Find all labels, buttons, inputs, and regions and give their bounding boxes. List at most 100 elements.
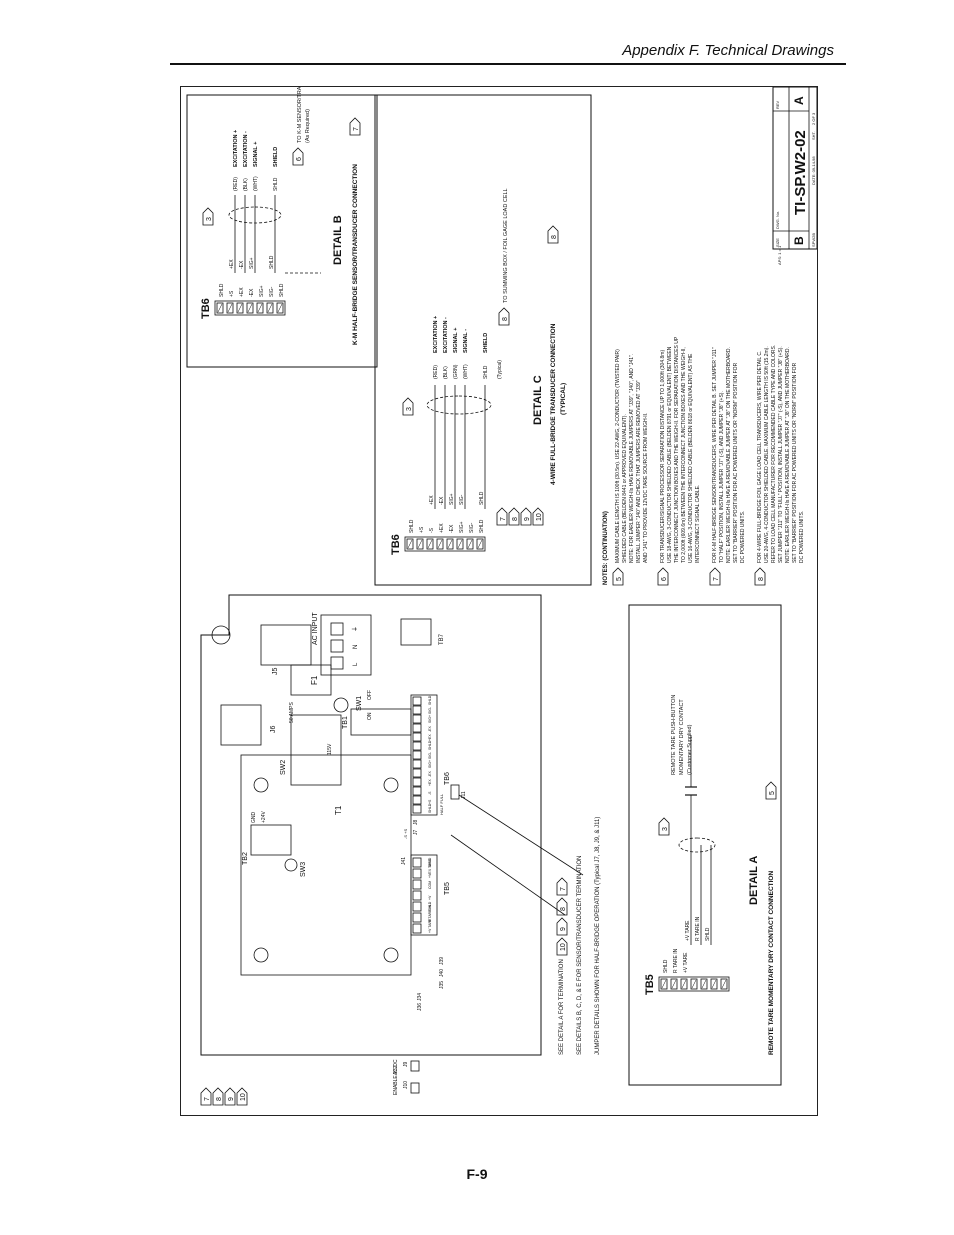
detail-c-wire-label: SIG+	[449, 493, 455, 505]
note-line: INSTALL JUMPER "J40" AND CHECK THAT JUMP…	[636, 380, 642, 563]
tb5-terminal-label: +V TARE	[428, 918, 432, 933]
standoff	[253, 777, 269, 793]
transformer-label: T1	[334, 805, 343, 815]
detail-a-terminal-slot	[671, 979, 677, 989]
j35-label: J35	[439, 981, 445, 989]
tb5-terminal	[412, 901, 422, 912]
j41-label: J41	[401, 857, 407, 865]
tb6-terminal-label: +S	[428, 799, 432, 804]
header-rule	[170, 63, 846, 65]
detail-a-terminal-slot	[701, 979, 707, 989]
detail-c-terminal-screw	[476, 538, 484, 550]
inner-board	[240, 754, 412, 976]
tb6-terminal-label: +EX	[428, 779, 432, 786]
tb6-label: TB6	[444, 772, 451, 785]
j36-label: J36	[417, 1003, 423, 1011]
detail-a-terminal-body	[658, 976, 730, 992]
tb6-terminal	[412, 795, 422, 805]
jumper-details-callout: JUMPER DETAILS SHOWN FOR HALF-BRIDGE OPE…	[595, 817, 601, 1055]
ac-input-terminal-label: N	[353, 645, 359, 649]
detail-b-wire-label: SIG+	[249, 257, 255, 269]
j10-jumper	[410, 1082, 420, 1094]
leader-line	[450, 834, 566, 916]
detail-c-color-label: (RED)	[433, 365, 439, 379]
detail-a-wire-label: R TARE IN	[695, 916, 701, 941]
note-line: REFER TO LOAD CELL MANUFACTURER FOR RECO…	[771, 345, 777, 563]
tb5-block	[410, 854, 438, 936]
tb5-terminal-label: COM	[428, 881, 432, 889]
j8-label: J8	[413, 820, 419, 826]
detail-b-terminal-screw	[266, 302, 274, 314]
j40-label: J40	[439, 969, 445, 977]
detail-a-terminal-screw	[680, 978, 688, 990]
detail-a-wire-label: +V TARE	[685, 920, 691, 941]
board-ref-number: 10	[536, 513, 543, 521]
detail-b-tb-label: TB6	[200, 298, 212, 319]
stack-ref-flag	[200, 1087, 212, 1106]
j7-label: J7	[413, 830, 419, 836]
j5-connector	[260, 624, 312, 666]
detail-b-to-note: (As Required)	[305, 109, 311, 143]
note-line: THE INTERCONNECT JUNCTION BOXES AND THE …	[674, 336, 680, 563]
detail-b-color-label: (BLK)	[243, 178, 249, 191]
detail-b-signal-label: SHIELD	[273, 147, 279, 167]
j5-label: J5	[272, 668, 279, 676]
detail-b-terminal-label: +S	[229, 290, 235, 297]
detail-c-signal-label: EXCITATION +	[433, 316, 439, 353]
detail-c-to-ref-number: 8	[502, 317, 509, 321]
tb2-label: TB2	[242, 852, 249, 865]
sw3-switch	[284, 858, 298, 872]
tb5-terminal-label: SHLD	[428, 857, 432, 867]
tb5-terminal	[412, 923, 422, 934]
detail-a-terminal-slot	[711, 979, 717, 989]
sw1-switch	[333, 697, 349, 713]
detail-a-terminal-slot	[721, 979, 727, 989]
detail-c-shield-ellipse	[426, 395, 492, 415]
detail-c-ref-flag	[547, 225, 559, 244]
detail-c-terminal-label: -S	[429, 527, 435, 533]
detail-b-color-label: (RED)	[233, 177, 239, 191]
detail-c-title: DETAIL C	[532, 375, 544, 425]
detail-a-terminal-screw	[660, 978, 668, 990]
tb5-label: TB5	[444, 882, 451, 895]
termination-ref-flag	[556, 917, 568, 936]
detail-a-wire-label: SHLD	[705, 927, 711, 941]
stack-ref-flag	[212, 1087, 224, 1106]
j9-label: J9	[403, 1062, 409, 1068]
board-ref-flag	[508, 507, 520, 526]
detail-b-wire-label: +EX	[229, 259, 235, 269]
tb6-terminal	[412, 696, 422, 706]
sw1-on-label: ON	[367, 712, 373, 720]
ac-input-label: AC INPUT	[312, 612, 319, 645]
note-5-number: 5	[616, 577, 623, 581]
detail-c-terminal-slot	[427, 539, 433, 549]
dwg-label: DWG. No.	[775, 211, 780, 229]
termination-ref-flag	[556, 897, 568, 916]
note-line: USE 16-AWG, 3-CONDUCTOR SHIELDED CABLE (…	[688, 353, 694, 563]
note-line: TO "HALF" POSITION, INSTALL JUMPER "J7" …	[719, 391, 725, 563]
detail-b-terminal-label: SIG+	[259, 285, 265, 297]
detail-b-terminal-slot	[257, 303, 263, 313]
page-number: F-9	[466, 1166, 488, 1182]
sw2-label: SW2	[280, 760, 287, 775]
board-ref-flag	[532, 507, 544, 526]
notes-title: NOTES: (CONTINUATION)	[603, 511, 609, 585]
termination-ref-flag	[556, 877, 568, 896]
ac-dc-label: AC DC	[393, 1059, 399, 1075]
detail-b-frame	[186, 94, 378, 368]
detail-a-callout-flag	[658, 817, 670, 836]
board-ref-number: 7	[500, 517, 507, 521]
tb6-terminal-label: -S	[428, 791, 432, 795]
detail-c-terminal-slot	[407, 539, 413, 549]
size-label: SIZE	[775, 238, 780, 247]
termination-ref-number: 8	[560, 907, 567, 911]
detail-b-color-label: SHLD	[273, 177, 279, 191]
stack-ref-number: 9	[228, 1097, 235, 1101]
stack-ref-number: 8	[216, 1097, 223, 1101]
detail-b-terminal-screw	[276, 302, 284, 314]
tb6-terminal	[412, 705, 422, 715]
detail-c-terminal-slot	[437, 539, 443, 549]
